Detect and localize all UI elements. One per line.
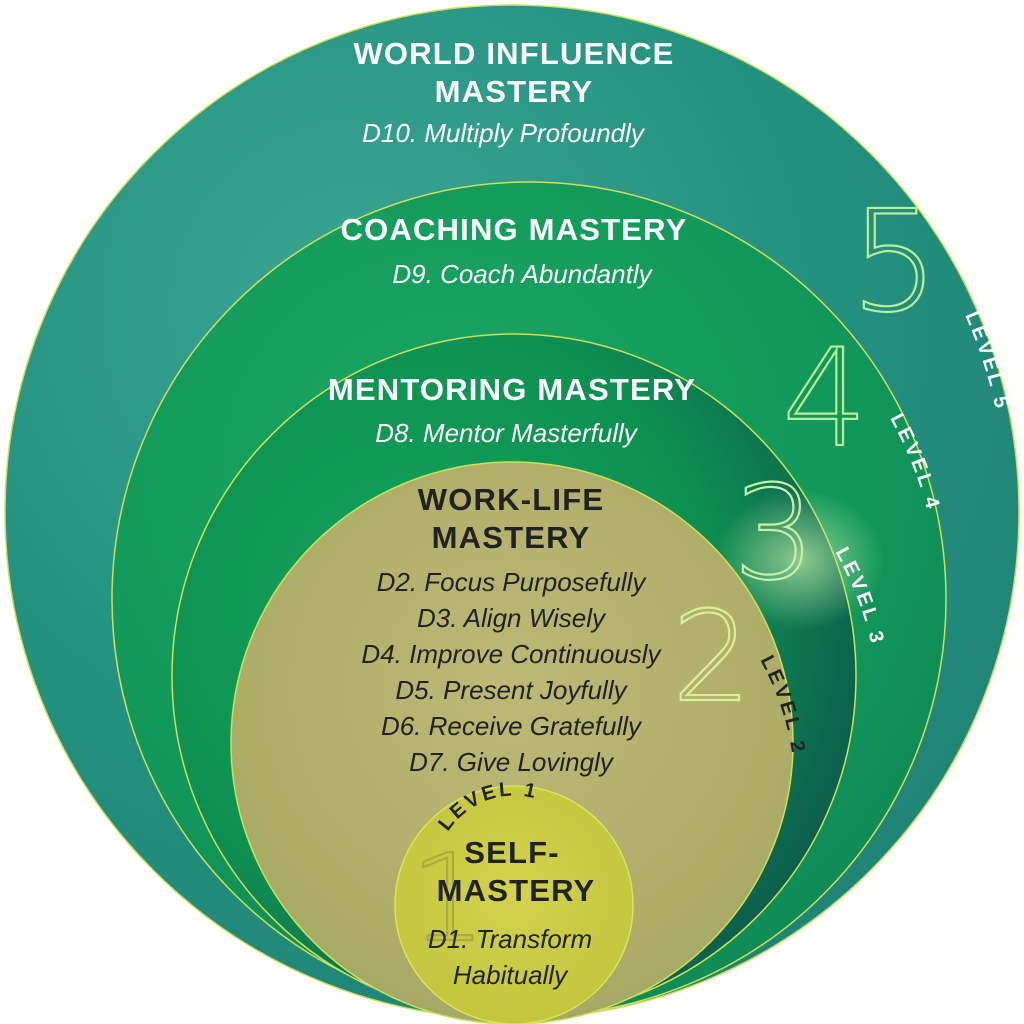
level4-title: COACHING MASTERY <box>340 212 687 247</box>
level2-circle <box>230 461 794 1024</box>
level2-item-d5: D5. Present Joyfully <box>395 675 628 705</box>
level1-title-line2: MASTERY <box>437 873 596 908</box>
level1-item-line2: Habitually <box>453 960 569 990</box>
level2-number: 2 <box>672 585 752 730</box>
level2-title-line1: WORK-LIFE <box>418 482 604 517</box>
level1-title-line1: SELF- <box>464 835 560 870</box>
level1-item-line1: D1. Transform <box>428 924 592 954</box>
level5-number: 5 <box>850 181 939 344</box>
level1-circle <box>394 785 634 1024</box>
level5-title-line1: WORLD INFLUENCE <box>353 36 674 71</box>
level3-item: D8. Mentor Masterfully <box>375 418 639 448</box>
level5-title-line2: MASTERY <box>435 74 594 109</box>
level4-item: D9. Coach Abundantly <box>392 259 653 289</box>
level2-item-d7: D7. Give Lovingly <box>409 747 615 777</box>
level2-item-d4: D4. Improve Continuously <box>361 639 662 669</box>
level2-title-line2: MASTERY <box>432 520 591 555</box>
level2-item-d2: D2. Focus Purposefully <box>377 567 648 597</box>
level4-number: 4 <box>782 320 868 477</box>
level5-item: D10. Multiply Profoundly <box>362 118 646 148</box>
level2-item-d3: D3. Align Wisely <box>417 603 607 633</box>
level1-number: 1 <box>410 830 486 969</box>
level3-title: MENTORING MASTERY <box>328 372 696 407</box>
level3-number: 3 <box>733 457 816 609</box>
level3-glow <box>715 490 885 630</box>
level2-item-d6: D6. Receive Gratefully <box>381 711 643 741</box>
